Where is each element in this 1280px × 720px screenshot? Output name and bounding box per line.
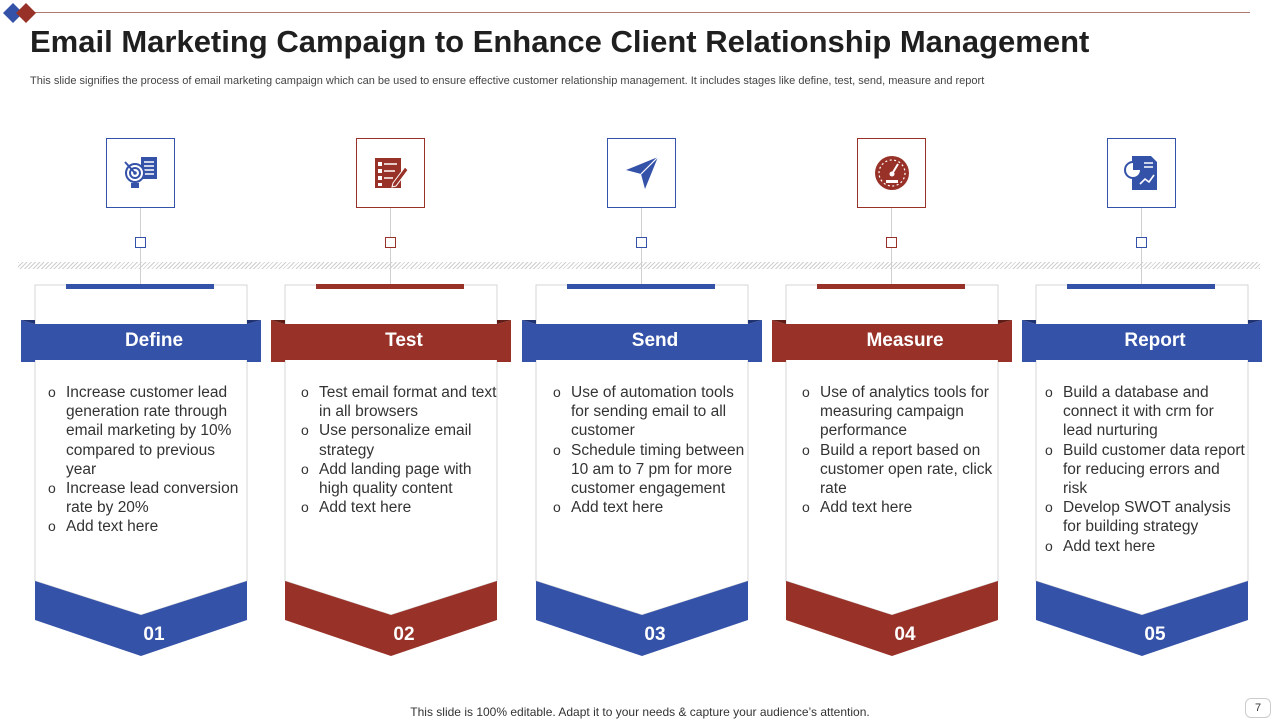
stage-column-report: Report Build a database and connect it w… <box>1022 0 1275 720</box>
stage-column-define: Define Increase customer lead generation… <box>21 0 274 720</box>
page-title: Email Marketing Campaign to Enhance Clie… <box>30 24 1090 59</box>
connector-line <box>140 208 141 288</box>
stage-bullets: Test email format and text in all browse… <box>301 383 501 518</box>
stage-label: Send <box>631 330 679 351</box>
bullet-item: Add text here <box>553 498 753 517</box>
stage-label: Define <box>124 330 184 351</box>
stage-number: 04 <box>894 624 916 645</box>
stage-column-test: Test Test email format and text in all b… <box>271 0 524 720</box>
stage-column-measure: Measure Use of analytics tools for measu… <box>772 0 1025 720</box>
top-divider-line <box>30 12 1250 13</box>
stage-label: Report <box>1124 330 1186 351</box>
bullet-item: Add text here <box>48 517 248 536</box>
footer-note: This slide is 100% editable. Adapt it to… <box>410 705 870 719</box>
stage-number: 01 <box>143 624 165 645</box>
page-number: 7 <box>1245 698 1271 718</box>
page-subtitle: This slide signifies the process of emai… <box>30 75 985 87</box>
report-chart-icon <box>1123 156 1157 190</box>
diamond-logo-icon <box>3 3 36 23</box>
stage-number: 03 <box>644 624 666 645</box>
bullet-item: Increase lead conversion rate by 20% <box>48 479 248 517</box>
stage-icon-box[interactable] <box>356 138 425 208</box>
connector-line <box>891 208 892 288</box>
stage-bullets: Increase customer lead generation rate t… <box>48 383 248 537</box>
stage-icon-box[interactable] <box>607 138 676 208</box>
timeline-marker <box>636 237 647 248</box>
target-bulb-icon <box>123 157 157 188</box>
bullet-item: Build a report based on customer open ra… <box>802 441 1002 499</box>
bullet-item: Increase customer lead generation rate t… <box>48 383 248 479</box>
bullet-item: Add text here <box>301 498 501 517</box>
stage-bullets: Use of analytics tools for measuring cam… <box>802 383 1002 518</box>
connector-line <box>390 208 391 288</box>
bullet-item: Add text here <box>802 498 1002 517</box>
stage-bullets: Use of automation tools for sending emai… <box>553 383 753 518</box>
stage-label: Test <box>385 330 423 351</box>
connector-line <box>641 208 642 288</box>
bullet-item: Use of automation tools for sending emai… <box>553 383 753 441</box>
timeline-marker <box>385 237 396 248</box>
bullet-item: Use of analytics tools for measuring cam… <box>802 383 1002 441</box>
connector-line <box>1141 208 1142 288</box>
bullet-item: Use personalize email strategy <box>301 421 501 459</box>
timeline-marker <box>135 237 146 248</box>
stage-column-send: Send Use of automation tools for sending… <box>522 0 775 720</box>
stage-bullets: Build a database and connect it with crm… <box>1045 383 1245 556</box>
timeline-marker <box>1136 237 1147 248</box>
gauge-icon <box>874 156 909 190</box>
bullet-item: Schedule timing between 10 am to 7 pm fo… <box>553 441 753 499</box>
bullet-item: Add text here <box>1045 537 1245 556</box>
stage-icon-box[interactable] <box>857 138 926 208</box>
paper-plane-icon <box>625 156 658 189</box>
checklist-pencil-icon <box>374 158 409 188</box>
bullet-item: Test email format and text in all browse… <box>301 383 501 421</box>
bullet-item: Build customer data report for reducing … <box>1045 441 1245 499</box>
stage-number: 05 <box>1144 624 1166 645</box>
stage-icon-box[interactable] <box>106 138 175 208</box>
stage-label: Measure <box>866 330 944 351</box>
bullet-item: Build a database and connect it with crm… <box>1045 383 1245 441</box>
stage-number: 02 <box>393 624 415 645</box>
stage-icon-box[interactable] <box>1107 138 1176 208</box>
bullet-item: Add landing page with high quality conte… <box>301 460 501 498</box>
timeline-marker <box>886 237 897 248</box>
timeline-hatch-band <box>18 262 1260 269</box>
bullet-item: Develop SWOT analysis for building strat… <box>1045 498 1245 536</box>
